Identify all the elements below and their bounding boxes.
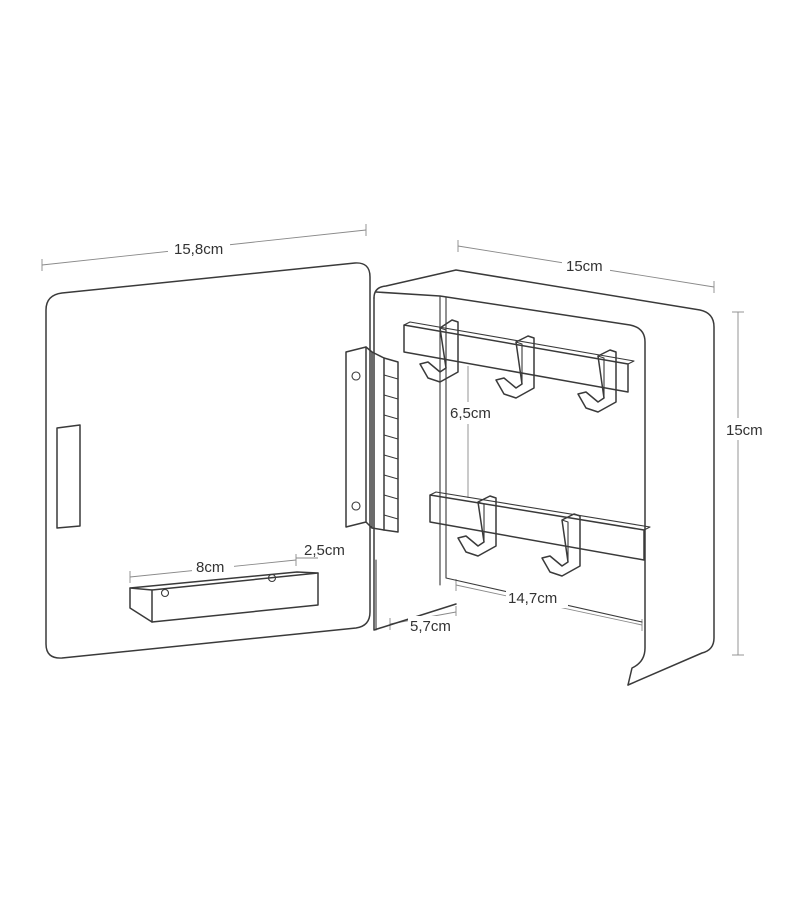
box-width-label: 15cm [566, 258, 603, 275]
box-depth-label: 5,7cm [410, 618, 451, 635]
bottom-hooks [457, 495, 581, 577]
tray-depth-label: 2,5cm [304, 542, 345, 559]
tray-width-label: 8cm [196, 559, 224, 576]
door-magnet-strip [56, 424, 81, 529]
box-height-label: 15cm [726, 422, 763, 439]
top-hooks [419, 319, 617, 413]
rail-length-label: 14,7cm [508, 590, 557, 607]
dimension-labels: 15,8cm 15cm 15cm 6,5cm 14,7cm 5,7cm 8cm … [168, 238, 768, 636]
top-rail [403, 321, 635, 393]
dimension-lines [41, 224, 744, 656]
door-tray [129, 571, 319, 623]
cabinet-door [45, 262, 371, 659]
door-width-label: 15,8cm [174, 241, 223, 258]
hinge [345, 346, 399, 533]
cabinet-box [373, 269, 715, 686]
hook-spacing-label: 6,5cm [450, 405, 491, 422]
bottom-rail [429, 491, 651, 561]
